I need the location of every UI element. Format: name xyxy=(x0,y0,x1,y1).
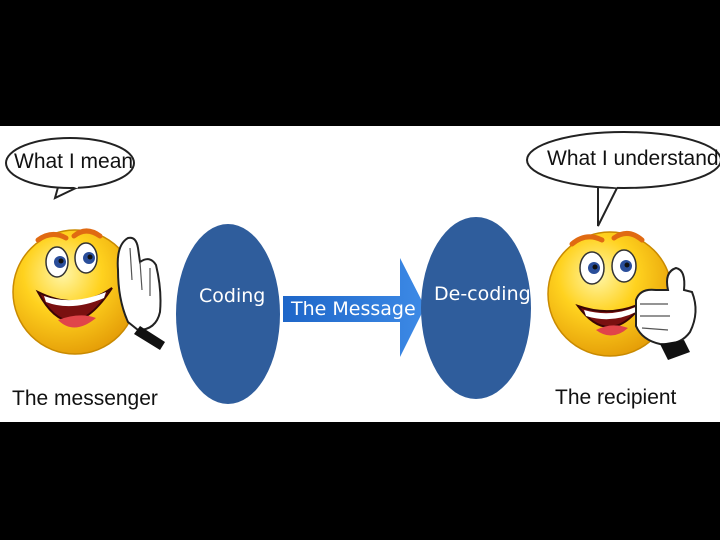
recipient-speech-bubble-icon xyxy=(526,131,720,227)
message-label: The Message xyxy=(291,298,416,320)
recipient-thought-text: What I understand xyxy=(547,147,719,170)
decoding-oval xyxy=(421,217,531,399)
messenger-speech-bubble-icon xyxy=(5,137,135,200)
messenger-caption: The messenger xyxy=(12,387,158,410)
arrow-right-icon xyxy=(283,258,425,357)
decoding-label: De-coding xyxy=(434,283,531,305)
recipient-caption: The recipient xyxy=(555,386,677,409)
smiley-shouting-icon xyxy=(12,228,165,355)
coding-oval xyxy=(176,224,280,404)
messenger-thought-text: What I mean xyxy=(14,150,134,173)
coding-label: Coding xyxy=(199,285,266,307)
smiley-thumbs-up-icon xyxy=(547,231,697,360)
